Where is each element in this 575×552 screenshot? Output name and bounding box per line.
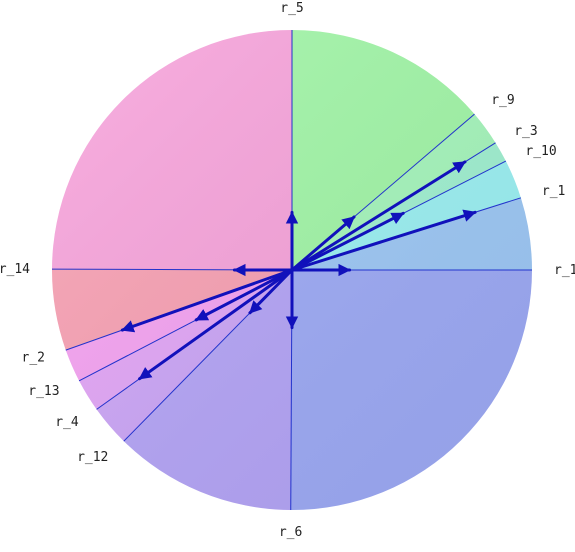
ray-label-r_1: r_1: [542, 184, 565, 199]
ray-label-r_2: r_2: [22, 351, 45, 366]
ray-label-r_6: r_6: [279, 525, 302, 540]
arrows: [120, 160, 477, 381]
arrow-9: [194, 268, 294, 322]
arrow-8: [248, 268, 294, 315]
arrow-7: [290, 209, 477, 272]
arrow-6: [290, 211, 405, 272]
ray-label-r_5: r_5: [280, 1, 303, 16]
arrow-5: [290, 160, 467, 272]
ray-label-r_9: r_9: [491, 93, 514, 108]
ray-labels: r_5 r_9 r_3 r_10 r_1 r_11 r_6 r_12 r_4 r_13 r_2 r_1…: [0, 1, 575, 540]
ray-label-r_13: r_13: [28, 384, 59, 399]
ray-label-r_11: r_11: [554, 263, 575, 278]
arrow-4: [290, 215, 356, 272]
ray-label-r_14: r_14: [0, 262, 30, 277]
ray-label-r_12: r_12: [77, 450, 108, 465]
sectors: [51, 29, 532, 511]
arrow-10: [138, 268, 294, 381]
ray-label-r_4: r_4: [55, 415, 79, 430]
arrow-11: [120, 268, 294, 333]
ray-label-r_10: r_10: [525, 144, 556, 159]
ray-label-r_3: r_3: [514, 124, 537, 139]
